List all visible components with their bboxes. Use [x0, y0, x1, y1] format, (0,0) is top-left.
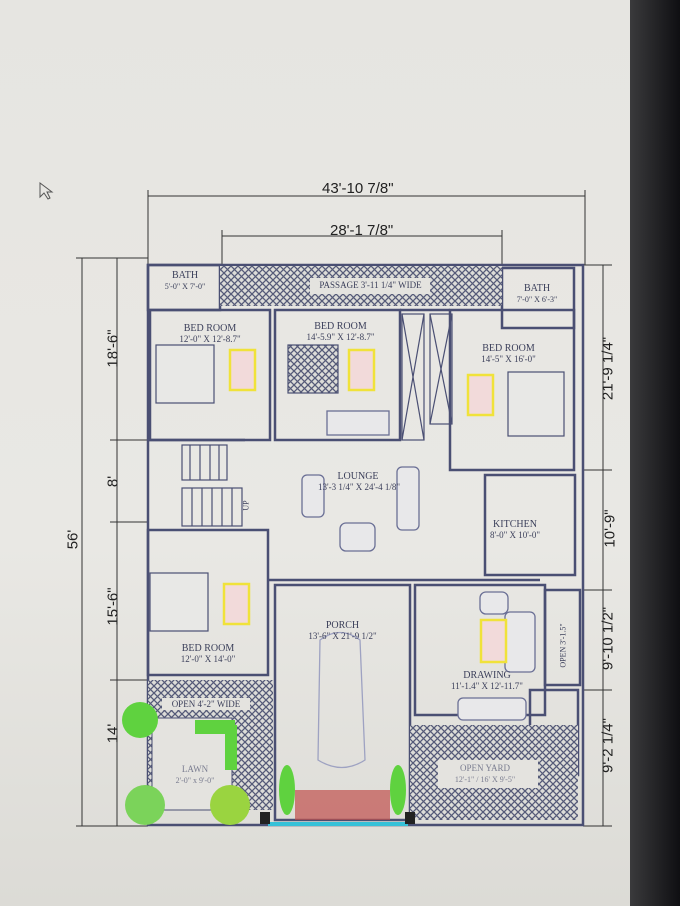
room-size: 13'-6" X 21'-9 1/2" [308, 631, 377, 641]
dim-left-1: 18'-6" [104, 329, 122, 368]
room-name: BED ROOM [183, 323, 237, 334]
dimension-lines [76, 190, 612, 827]
bed-4 [149, 572, 209, 632]
staircase [181, 444, 243, 527]
room-size: 12'-1" / 16' X 9'-5" [454, 775, 516, 784]
room-name: BED ROOM [181, 643, 235, 654]
dim-right-1: 21'-9 1/4" [599, 336, 617, 401]
dim-right-2: 10'-9" [601, 509, 619, 548]
room-open-side: OPEN 3'-1.5" [558, 623, 568, 668]
wardrobe [401, 313, 453, 441]
room-size: 14'-5" X 16'-0" [481, 354, 536, 364]
dim-top-inner: 28'-1 7/8" [330, 222, 394, 239]
lounge-furniture [301, 410, 536, 721]
room-name: PORCH [325, 620, 360, 631]
dim-right-4: 9'-2 1/4" [599, 718, 617, 773]
room-size: 12'-0" X 12'-8.7" [179, 334, 241, 344]
plants [122, 702, 406, 825]
room-size: 11'-1.4" X 12'-11.7" [451, 681, 523, 691]
dim-top-overall: 43'-10 7/8" [322, 180, 394, 197]
dim-left-overall: 56' [64, 529, 82, 550]
room-size: 2'-0" x 9'-0" [175, 776, 215, 785]
room-size: 8'-0" X 10'-0" [489, 530, 541, 540]
room-name: BED ROOM [482, 343, 535, 354]
room-size: 13'-3 1/4" X 24'-4 1/8" [318, 482, 401, 492]
mouse-cursor-icon [39, 182, 54, 200]
room-lawn: LAWN 2'-0" x 9'-0" [160, 764, 230, 786]
dim-left-2: 8' [104, 475, 122, 488]
dim-right-3: 9'-10 1/2" [599, 606, 617, 671]
room-name: DRAWING [463, 670, 511, 681]
room-size: 7'-0" X 6'-3" [516, 295, 558, 304]
room-name: LOUNGE [337, 471, 379, 482]
dim-left-4: 14' [104, 723, 122, 744]
monitor-bezel [630, 0, 680, 906]
bed-2 [287, 344, 339, 394]
room-name: KITCHEN [493, 519, 537, 530]
bed-1 [155, 344, 215, 404]
stairs-up-label: UP [241, 500, 251, 511]
room-size: 12'-0" X 14'-0" [180, 654, 236, 664]
bed-3 [507, 371, 565, 437]
gate [260, 790, 415, 826]
room-open-left: OPEN 4'-2" WIDE [171, 699, 241, 709]
room-name: LAWN [181, 764, 209, 774]
room-size: 5'-0" X 7'-0" [164, 282, 206, 291]
room-name: OPEN YARD [460, 763, 510, 773]
rugs [222, 348, 508, 664]
room-passage: PASSAGE 3'-11 1/4" WIDE [319, 280, 422, 290]
car [317, 631, 366, 769]
room-open-yard: OPEN YARD 12'-1" / 16' X 9'-5" [430, 763, 540, 785]
dim-left-3: 15'-6" [104, 587, 122, 626]
room-name: BED ROOM [314, 321, 367, 332]
room-name: BATH [523, 283, 551, 294]
room-size: 14'-5.9" X 12'-8.7" [306, 332, 375, 342]
room-name: BATH [171, 270, 199, 281]
